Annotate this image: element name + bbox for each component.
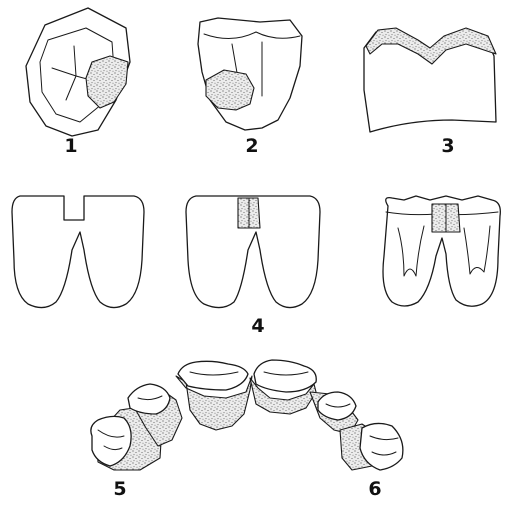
dental-arch-bridge — [91, 360, 403, 470]
tooth-2-crown-view — [198, 18, 302, 130]
figure-label-3: 3 — [441, 137, 454, 156]
tooth-pair-prepared-outline — [12, 196, 144, 308]
arch-left-incisor-crown — [178, 361, 248, 390]
figure-label-2: 2 — [245, 137, 258, 156]
figure-label-5: 5 — [113, 480, 126, 499]
figure-label-4: 4 — [251, 317, 264, 336]
tooth-pair-restored — [186, 196, 320, 308]
arch-left-premolar-crown — [128, 384, 170, 414]
tooth-1-restoration — [86, 56, 128, 108]
tooth-1-occlusal-view — [26, 8, 130, 136]
figure-label-1: 1 — [64, 137, 77, 156]
tooth-pair-with-roots — [383, 196, 500, 306]
tooth-pair-prepared — [12, 196, 144, 308]
tooth-3-profile-view — [364, 28, 496, 132]
arch-right-incisor-crown — [254, 360, 316, 392]
figure-label-6: 6 — [368, 480, 381, 499]
